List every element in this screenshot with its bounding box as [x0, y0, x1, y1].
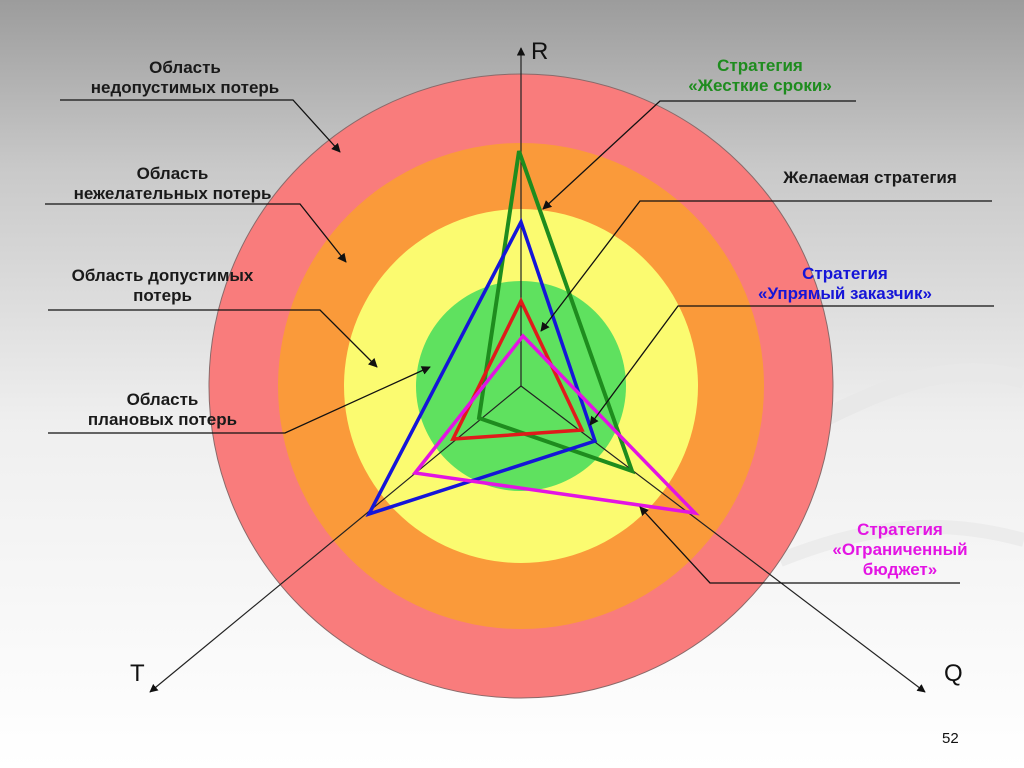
- strategy-label-line: Стратегия: [802, 264, 888, 283]
- zone-label-line: Область допустимых: [71, 266, 254, 285]
- leader-line-acceptable: [48, 309, 378, 368]
- background-swoosh: [777, 519, 1024, 567]
- zone-label-line: нежелательных потерь: [73, 184, 272, 203]
- leader-line-stubborn-customer: [589, 305, 994, 426]
- zone-label-line: Область: [136, 164, 209, 183]
- zone-label-line: недопустимых потерь: [90, 78, 280, 97]
- page-number: 52: [942, 730, 959, 747]
- strategy-label-stubborn-customer: Стратегия «Упрямый заказчик»: [720, 264, 970, 304]
- zone-label-line: Область: [126, 390, 199, 409]
- strategy-label-line: Стратегия: [717, 56, 803, 75]
- strategy-stubborn-customer-triangle: [365, 217, 598, 517]
- leader-line-unacceptable: [60, 99, 341, 153]
- zone-label-line: Область: [149, 58, 221, 77]
- zone-label-unacceptable: Область недопустимых потерь: [60, 58, 310, 98]
- strategy-label-line: Стратегия: [857, 520, 943, 539]
- axis-label-q: Q: [944, 660, 963, 687]
- zone-label-planned: Область плановых потерь: [35, 390, 290, 430]
- leader-line-planned: [48, 366, 431, 434]
- strategy-label-line: бюджет»: [862, 560, 938, 579]
- strategy-label-limited-budget: Стратегия «Ограниченный бюджет»: [780, 520, 1020, 580]
- leader-line-hard-deadlines: [542, 100, 856, 210]
- strategy-label-line: «Ограниченный: [832, 540, 968, 559]
- strategy-label-desired: Желаемая стратегия: [755, 168, 985, 188]
- zone-label-line: потерь: [133, 286, 192, 305]
- strategy-label-line: «Упрямый заказчик»: [758, 284, 932, 303]
- strategy-limited-budget-triangle: [411, 333, 700, 516]
- background-swoosh: [815, 363, 1024, 429]
- leader-line-undesirable: [45, 203, 347, 263]
- strategy-label-line: Желаемая стратегия: [783, 168, 957, 187]
- axis-q: [520, 385, 926, 693]
- zone-label-line: плановых потерь: [87, 410, 238, 429]
- strategy-label-line: «Жесткие сроки»: [688, 76, 832, 95]
- strategy-hard-deadlines-triangle: [476, 150, 636, 475]
- zone-label-undesirable: Область нежелательных потерь: [45, 164, 300, 204]
- axis-label-r: R: [531, 38, 549, 65]
- axis-label-t: T: [130, 660, 145, 687]
- leader-line-limited-budget: [639, 506, 960, 584]
- leader-line-desired: [540, 200, 992, 332]
- zone-label-acceptable: Область допустимых потерь: [35, 266, 290, 306]
- strategy-label-hard-deadlines: Стратегия «Жесткие сроки»: [650, 56, 870, 96]
